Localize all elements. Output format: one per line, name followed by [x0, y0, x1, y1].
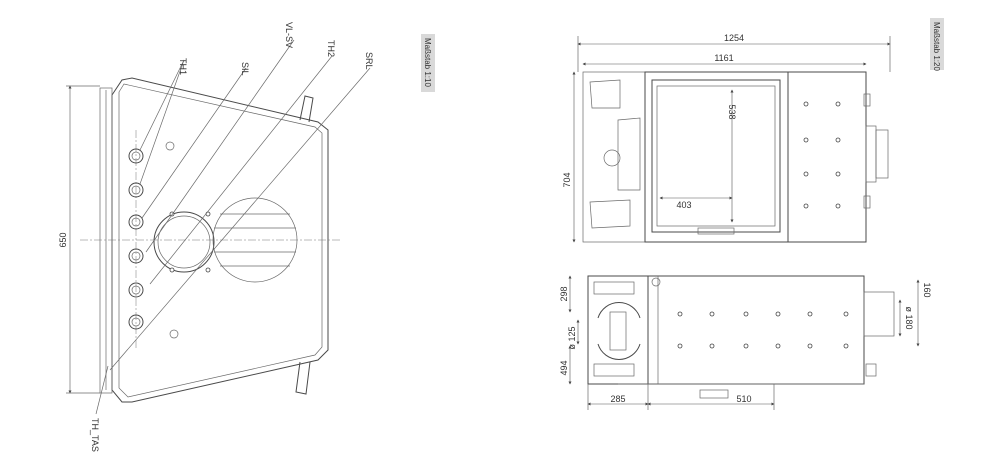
side-view-body [111, 77, 329, 403]
dim-704: 704 [562, 172, 572, 187]
dim-403: 403 [676, 200, 691, 210]
port-circle [128, 282, 144, 298]
plan-bolts [677, 311, 849, 349]
port-circle [128, 314, 144, 330]
front-view: 1254 1161 704 538 403 [562, 18, 944, 243]
side-view: 650 TH1 SIL VL-SV TH2 SRL TH_TAS Maßstab… [58, 22, 435, 452]
callouts: TH1 SIL VL-SV TH2 SRL TH_TAS [90, 22, 374, 452]
dim-180: ø 180 [904, 306, 914, 329]
scale-badge-1-10 [421, 34, 435, 92]
plan-view: 298 ø 125 494 285 510 160 ø 180 [559, 275, 932, 410]
dim-538: 538 [727, 104, 737, 119]
dim-160: 160 [922, 282, 932, 297]
front-view-body [644, 71, 789, 243]
plate-bolts [803, 101, 841, 209]
scale-label-1-10: Maßstab 1:10 [423, 38, 432, 87]
port-circle [128, 214, 144, 230]
dimension-height: 650 [58, 85, 100, 394]
callout-vl-sv: VL-SV [284, 22, 294, 48]
dim-650: 650 [58, 232, 68, 247]
flue-outlet [153, 197, 298, 283]
callout-sil: SIL [240, 62, 250, 76]
dim-1161: 1161 [714, 53, 733, 63]
callout-srl: SRL [364, 52, 374, 70]
scale-label-1-20: Maßstab 1:20 [932, 22, 941, 71]
port-circle [128, 182, 144, 198]
dim-125: ø 125 [567, 326, 577, 349]
scale-badge-1-20 [930, 18, 944, 70]
callout-th1: TH1 [178, 58, 188, 75]
callout-th2: TH2 [326, 40, 336, 57]
port-circle [128, 148, 144, 164]
connection-ports [128, 141, 179, 339]
callout-th-tas: TH_TAS [90, 418, 100, 452]
mounting-plate [787, 71, 867, 243]
port-circle [128, 248, 144, 264]
dim-1254: 1254 [724, 33, 744, 43]
dim-494: 494 [559, 360, 569, 375]
dim-510: 510 [736, 394, 751, 404]
plan-view-body [647, 275, 865, 385]
dim-298: 298 [559, 286, 569, 301]
dim-285: 285 [610, 394, 625, 404]
